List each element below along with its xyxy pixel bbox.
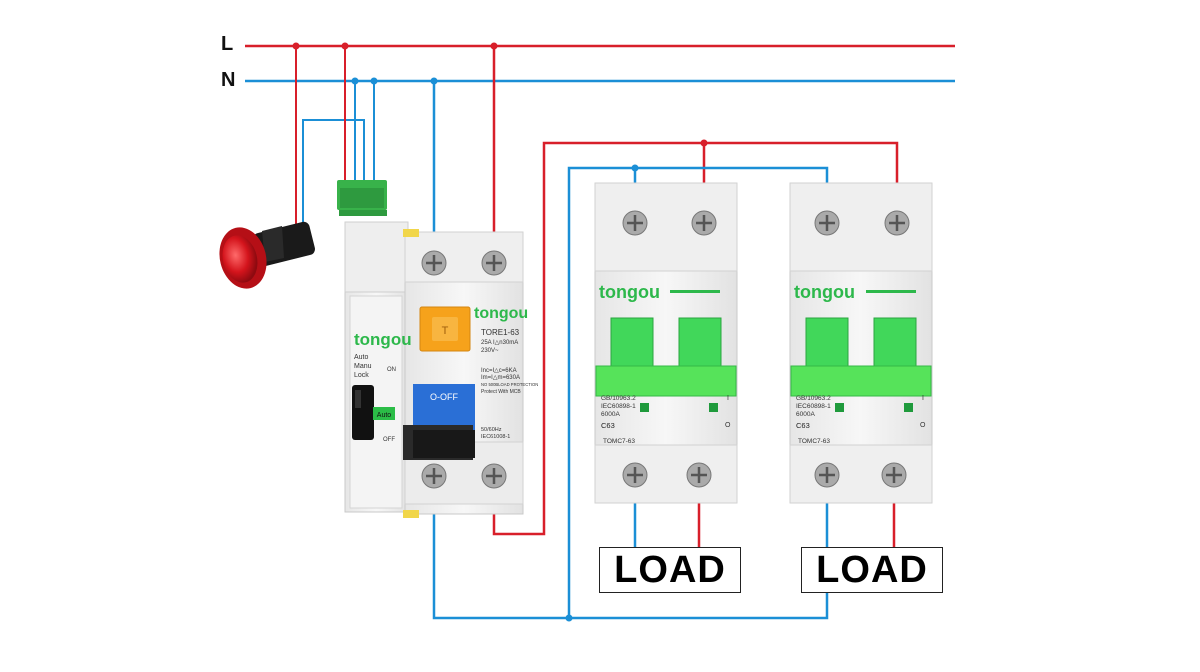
- mcb-2-screw-icon: [814, 210, 910, 488]
- rcbo-model: TORE1-63: [481, 328, 520, 337]
- mcb-1-breaking: 6000A: [601, 411, 620, 418]
- rcbo-on-label: ON: [387, 367, 396, 373]
- bus-label-l: L: [221, 33, 234, 55]
- indicator-lamp: [219, 221, 315, 289]
- rcbo-voltage: 230V~: [481, 348, 499, 354]
- mcb-1-module: [594, 182, 738, 504]
- mcb-2-brand: tongou: [794, 282, 855, 302]
- mcb-2-curve: C63: [796, 421, 810, 430]
- mcb-1-brand: tongou: [599, 282, 660, 302]
- mcb-2-model: TOMC7-63: [798, 438, 830, 445]
- lamp-wires: [295, 46, 375, 228]
- mcb-2-std1: GB/10963.2: [796, 395, 831, 402]
- rcbo-screw-icon: [421, 250, 507, 489]
- rcbo-protect2: Protect With MCB: [481, 389, 521, 395]
- mcb-1-std1: GB/10963.2: [601, 395, 636, 402]
- rcbo-mode-auto: Auto: [354, 354, 369, 361]
- rcbo-side-brand: tongou: [354, 330, 412, 349]
- mcb-1-std2: IEC60898-1: [601, 403, 636, 410]
- rcbo-mode-lock: Lock: [354, 372, 369, 379]
- rcbo-inc: Inc=I△c=6KA: [481, 368, 517, 374]
- rcbo-im: Im=I△m=630A: [481, 375, 520, 381]
- mcb-1-off-mark: O: [725, 422, 731, 429]
- mcb-2-off-mark: O: [920, 422, 926, 429]
- controller-terminal-block: [337, 180, 387, 216]
- mcb-2-on-mark: I: [922, 395, 924, 402]
- rcbo-rating: 25A I△n30mA: [481, 340, 518, 346]
- rcbo-mode-manu: Manu: [354, 363, 372, 370]
- rcbo-test-button: T: [442, 325, 449, 337]
- load-box-2: LOAD: [801, 547, 943, 593]
- rcbo-off-label: OFF: [383, 437, 395, 443]
- rcbo-module: [344, 221, 524, 518]
- rcbo-auto-badge: Auto: [377, 412, 392, 419]
- rcbo-handle-label: O-OFF: [430, 392, 458, 402]
- load-box-1: LOAD: [599, 547, 741, 593]
- mcb-2-std2: IEC60898-1: [796, 403, 831, 410]
- rcbo-freq: 50/60Hz: [481, 427, 502, 433]
- rcbo-standard: IEC61008-1: [481, 434, 510, 440]
- bus-label-n: N: [221, 69, 236, 91]
- mcb-1-on-mark: I: [727, 395, 729, 402]
- mcb-1-curve: C63: [601, 421, 615, 430]
- mcb-1-model: TOMC7-63: [603, 438, 635, 445]
- mcb-1-screw-icon: [622, 210, 717, 488]
- rcbo-protect1: NO 500BLOAD PROTECTION: [481, 382, 538, 387]
- mcb-2-module: [789, 182, 933, 504]
- mcb-2-breaking: 6000A: [796, 411, 815, 418]
- rcbo-l-out-wire: [492, 141, 899, 536]
- rcbo-brand: tongou: [474, 305, 528, 322]
